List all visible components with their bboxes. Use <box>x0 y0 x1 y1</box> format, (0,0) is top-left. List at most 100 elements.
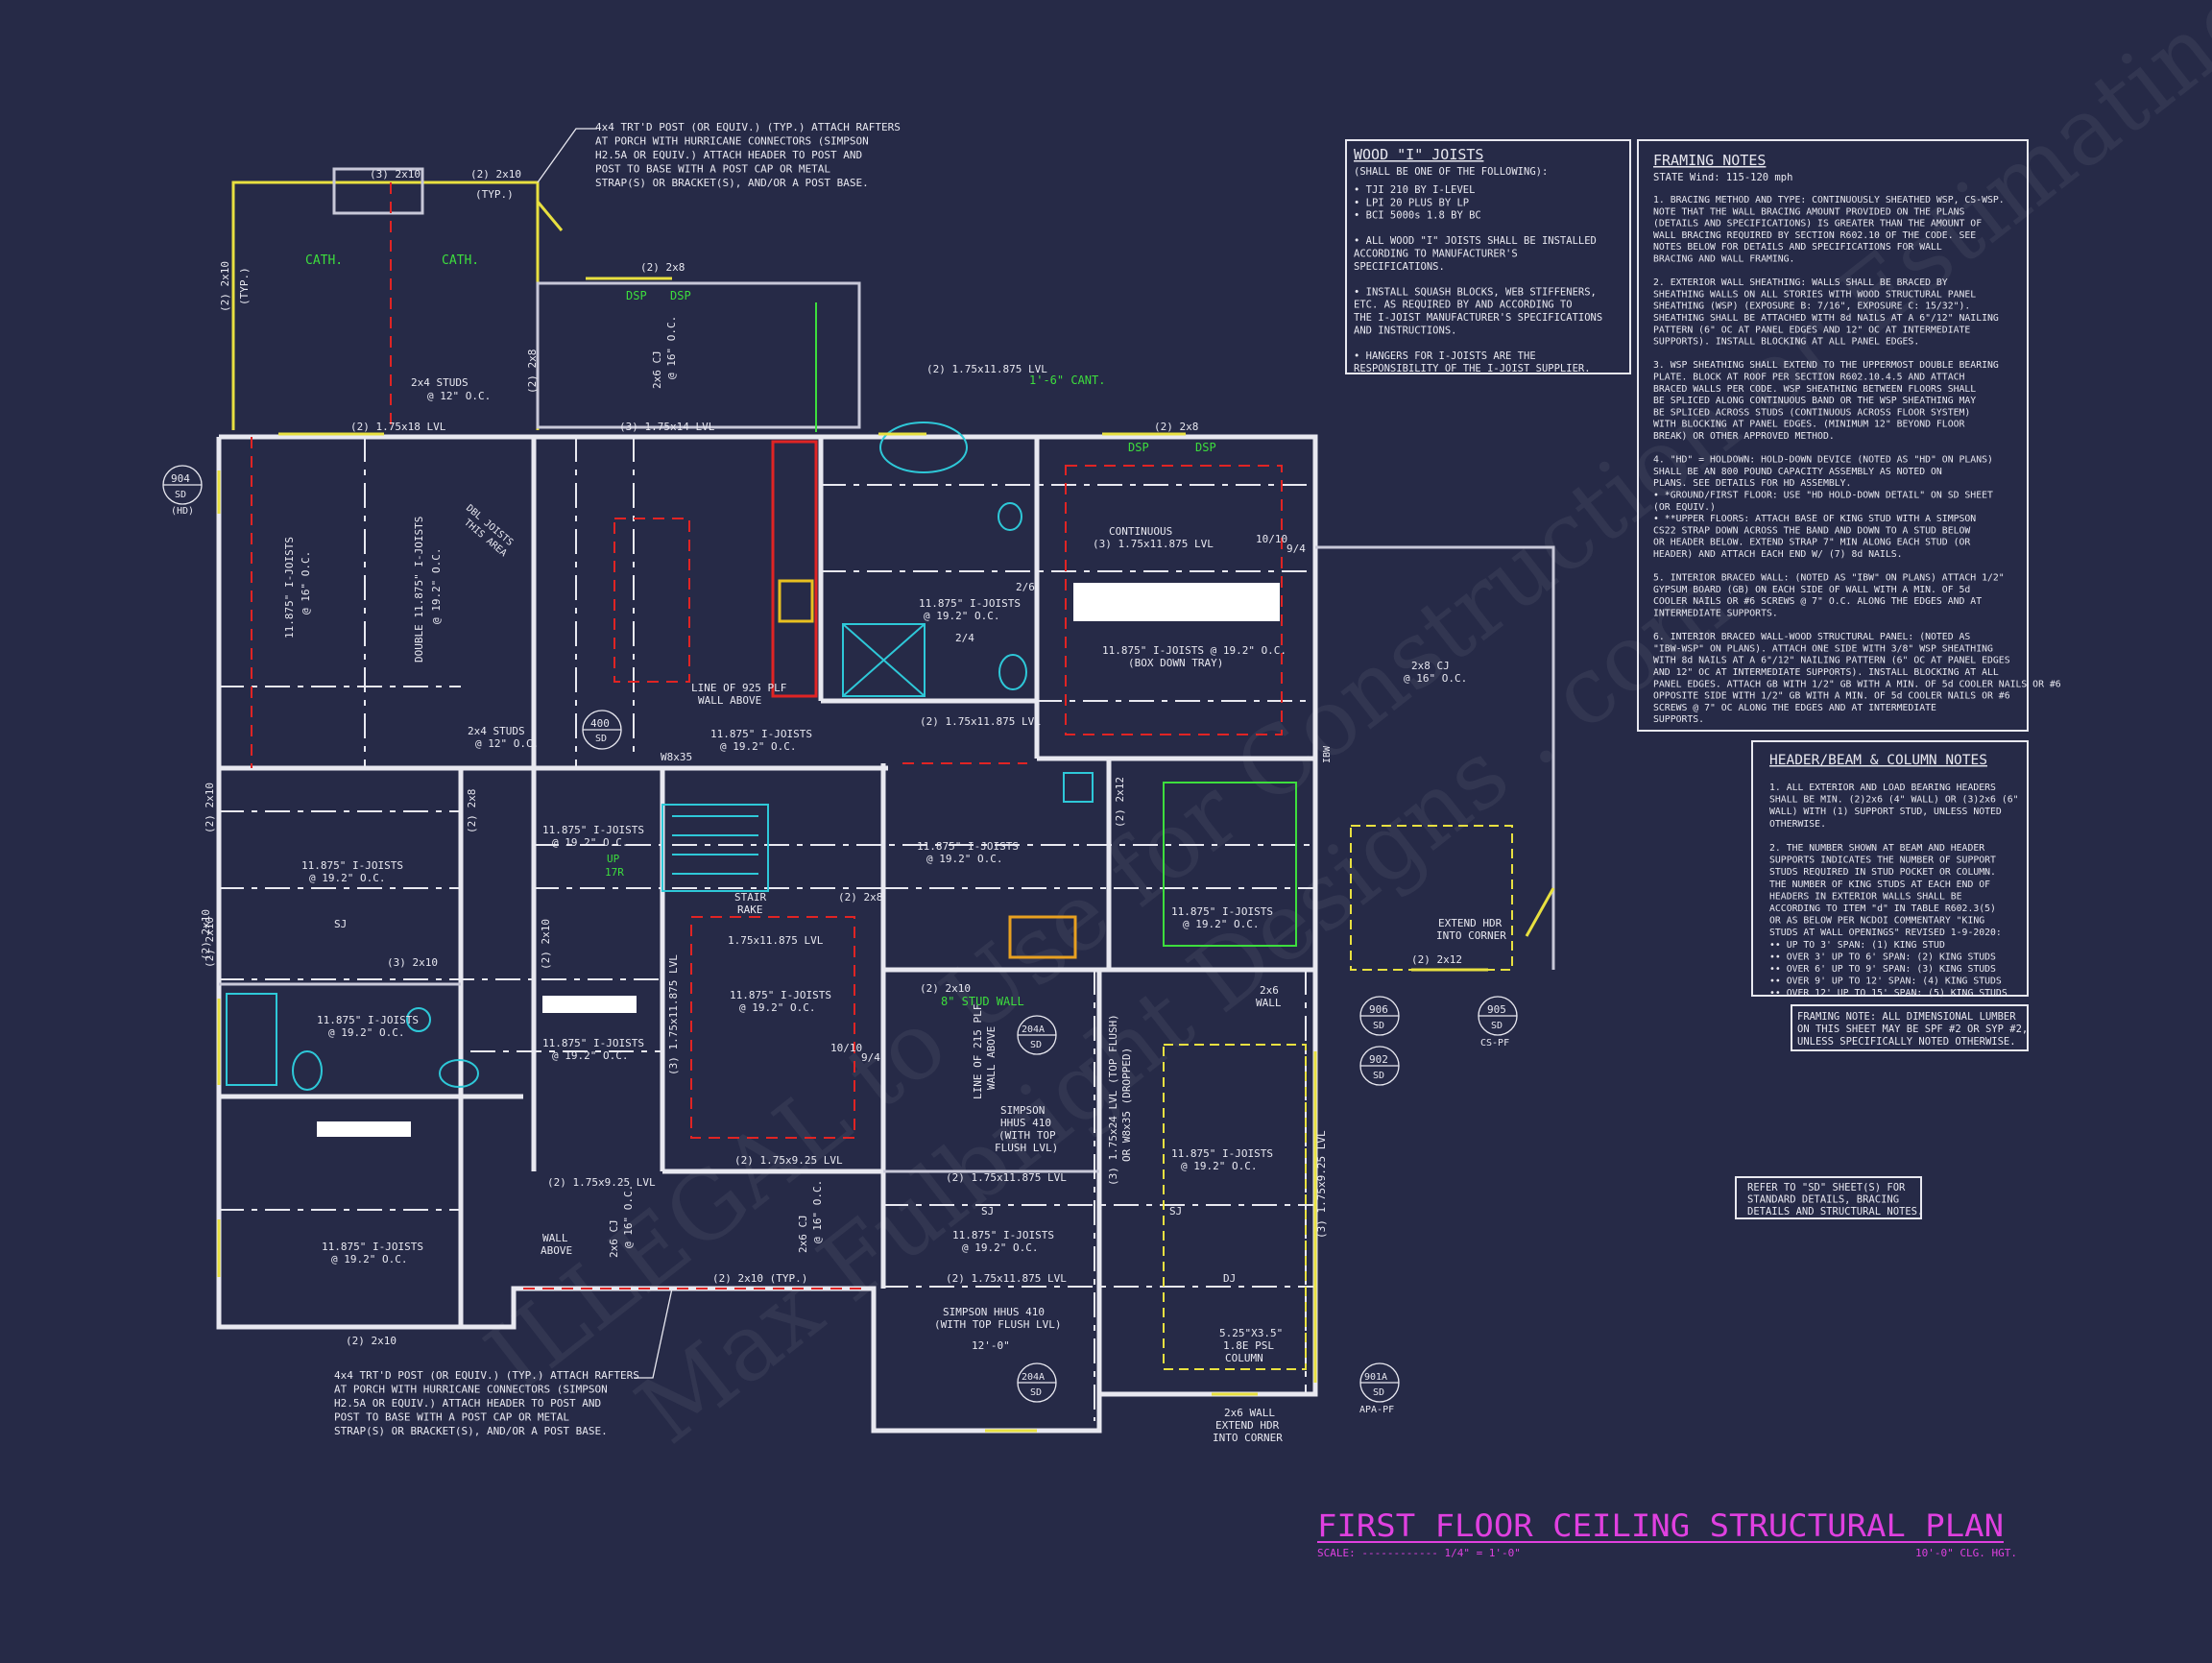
label-j-garb: @ 19.2" O.C. <box>962 1241 1038 1254</box>
label-j-garageA: 11.875" I-JOISTS <box>917 840 1019 853</box>
tag-204a-sd: SD <box>1030 1040 1042 1050</box>
label-hdr-2x12: (2) 2x12 <box>1114 777 1126 828</box>
label-simpson1a: SIMPSON <box>1000 1104 1045 1117</box>
framing-notes-line: 3. WSP SHEATHING SHALL EXTEND TO THE UPP… <box>1653 360 1999 371</box>
tag-904-num: 904 <box>171 472 190 485</box>
label-up: UP <box>607 853 620 865</box>
label-studs2: 2x4 STUDS <box>468 725 525 737</box>
label-j-hall1b: @ 19.2" O.C. <box>552 1049 628 1062</box>
red-areas <box>251 182 1283 1139</box>
label-wall-above2: ABOVE <box>541 1244 572 1257</box>
framing-notes-line: SHALL BE AN 800 POUND CAPACITY ASSEMBLY … <box>1653 467 1942 477</box>
label-j-bed1b: @ 19.2" O.C. <box>331 1253 407 1265</box>
wood-joists-line: AND INSTRUCTIONS. <box>1354 325 1456 336</box>
label-j-left1: 11.875" I-JOISTS <box>301 859 403 872</box>
drawing-title: FIRST FLOOR CEILING STRUCTURAL PLAN <box>1317 1507 2004 1544</box>
label-j-right1: 11.875" I-JOISTS <box>1171 1147 1273 1160</box>
label-j-left1b: @ 19.2" O.C. <box>309 872 385 884</box>
framing-notes-line: • *GROUND/FIRST FLOOR: USE "HD HOLD-DOWN… <box>1653 491 1993 501</box>
label-vert-lvl2a: (3) 1.75x24 LVL (TOP FLUSH) <box>1107 1014 1119 1186</box>
label-lvl-11875-small: 1.75x11.875 LVL <box>728 934 824 947</box>
label-stud-wall: 8" STUD WALL <box>941 995 1024 1008</box>
lumber-note-line: FRAMING NOTE: ALL DIMENSIONAL LUMBER <box>1797 1011 2016 1023</box>
tag-905-num: 905 <box>1487 1003 1506 1016</box>
label-cont-lvl1: CONTINUOUS <box>1109 525 1172 538</box>
label-studs1b: @ 12" O.C. <box>427 390 491 402</box>
framing-notes-line: PLATE. BLOCK AT ROOF PER SECTION R602.10… <box>1653 373 1965 383</box>
label-wall-above1: WALL <box>542 1232 568 1244</box>
framing-notes-line: BRACED WALLS PER CODE. WSP SHEATHING BET… <box>1653 384 1976 395</box>
tag-904-sd: SD <box>175 490 186 500</box>
porch-right <box>1315 545 1555 970</box>
label-j-stair1: 11.875" I-JOISTS <box>542 824 644 836</box>
wood-joists-line: • TJI 210 BY I-LEVEL <box>1354 184 1475 196</box>
label-simpson2a: SIMPSON HHUS 410 <box>943 1306 1045 1318</box>
label-studs2b: @ 12" O.C. <box>475 737 539 750</box>
framing-notes-line: CS22 STRAP DOWN ACROSS THE BAND AND DOWN… <box>1653 525 1970 536</box>
label-lvl-11875-top: (2) 1.75x11.875 LVL <box>926 363 1047 375</box>
label-hdr-2x10-typ: (2) 2x10 (TYP.) <box>712 1272 807 1285</box>
tag-901a-num: 901A <box>1364 1372 1387 1383</box>
wood-joists-note: WOOD "I" JOISTS (SHALL BE ONE OF THE FOL… <box>1345 139 1631 374</box>
framing-notes-line: (OR EQUIV.) <box>1653 502 1716 513</box>
label-dbl-j: DOUBLE 11.875" I-JOISTS <box>413 517 425 663</box>
framing-notes-line: WALL BRACING REQUIRED BY SECTION R602.10… <box>1653 230 1976 241</box>
header-notes-line: •• UP TO 3' SPAN: (1) KING STUD <box>1769 940 1945 951</box>
openings <box>217 201 1555 1433</box>
framing-notes-line: BE SPLICED ALONG CONTINUOUS BAND OR THE … <box>1653 396 1976 406</box>
wood-joists-line: • ALL WOOD "I" JOISTS SHALL BE INSTALLED <box>1354 235 1597 247</box>
drawing-scale: SCALE: ------------ 1/4" = 1'-0" <box>1317 1547 1521 1559</box>
wood-joists-line: • HANGERS FOR I-JOISTS ARE THE <box>1354 350 1536 362</box>
header-notes-line: STUDS AT WALL OPENINGS" REVISED 1-9-2020… <box>1769 928 2002 938</box>
framing-notes-line: OPPOSITE SIDE WITH 1/2" GB WITH A MIN. O… <box>1653 691 2010 702</box>
wood-joists-line: SPECIFICATIONS. <box>1354 261 1445 273</box>
label-lvl-bot1: (2) 1.75x11.875 LVL <box>946 1171 1067 1184</box>
label-lvl-925b: (2) 1.75x9.25 LVL <box>547 1176 656 1189</box>
wood-joists-line: • LPI 20 PLUS BY LP <box>1354 197 1469 208</box>
label-num-94: 9/4 <box>1286 542 1306 555</box>
label-mask-box <box>1073 583 1280 621</box>
label-j-hall1: 11.875" I-JOISTS <box>542 1037 644 1049</box>
label-left-2x10c: (2) 2x10 <box>204 917 216 968</box>
framing-notes-line: 4. "HD" = HOLDOWN: HOLD-DOWN DEVICE (NOT… <box>1653 455 1993 466</box>
tag-204a-num: 204A <box>1022 1024 1045 1035</box>
label-j-right1b: @ 19.2" O.C. <box>1181 1160 1257 1172</box>
header-notes-line: OR AS BELOW PER NCDOI COMMENTARY "KING <box>1769 916 1984 927</box>
label-left-2x8: (2) 2x8 <box>526 349 539 394</box>
label-left-2x10d: (2) 2x10 <box>200 909 212 960</box>
porch-callout-top-line: STRAP(S) OR BRACKET(S), AND/OR A POST BA… <box>595 177 869 189</box>
label-wall2x6b: WALL <box>1256 997 1282 1009</box>
header-notes-line: •• OVER 9' UP TO 12' SPAN: (4) KING STUD… <box>1769 976 2002 987</box>
wood-joists-line: ETC. AS REQUIRED BY AND ACCORDING TO <box>1354 300 1573 311</box>
label-lvl-14: (3) 1.75x14 LVL <box>619 421 715 433</box>
tag-901a-sd: SD <box>1373 1387 1384 1398</box>
label-typ: (TYP.) <box>475 188 514 201</box>
label-porch-hdr: (3) 2x10 <box>370 168 421 181</box>
framing-notes-line: GYPSUM BOARD (GB) ON EACH SIDE OF WALL W… <box>1653 585 1970 595</box>
framing-notes-line: 1. BRACING METHOD AND TYPE: CONTINUOUSLY… <box>1653 195 2005 205</box>
header-notes-line: OTHERWISE. <box>1769 819 1826 830</box>
label-left-2x10: (2) 2x10 <box>219 261 231 312</box>
tag-904-hd: (HD) <box>171 506 194 517</box>
label-2x8-vert: (2) 2x8 <box>466 789 478 833</box>
sd-note-box <box>1735 1176 1922 1219</box>
label-j-garageAb: @ 19.2" O.C. <box>926 853 1002 865</box>
framing-notes-sub: STATE Wind: 115-120 mph <box>1653 172 1792 183</box>
framing-notes-line: 2. EXTERIOR WALL SHEATHING: WALLS SHALL … <box>1653 277 1948 288</box>
header-notes-line: ACCORDING TO ITEM "d" IN TABLE R602.3(5) <box>1769 904 1996 914</box>
label-line-215: LINE OF 215 PLF <box>972 1004 984 1099</box>
label-dsp1: DSP <box>626 289 647 302</box>
framing-notes-line: WITH 8d NAILS AT A 6"/12" NAILING PATTER… <box>1653 656 2010 666</box>
rear-bump <box>536 281 861 429</box>
lumber-note-line: ON THIS SHEET MAY BE SPF #2 OR SYP #2, <box>1797 1024 2028 1035</box>
label-dim-12: 12'-0" <box>972 1339 1010 1352</box>
framing-notes-line: SUPPORTS. <box>1653 714 1704 725</box>
label-cont-lvl2: (3) 1.75x11.875 LVL <box>1093 538 1214 550</box>
porch-callout-top-line: AT PORCH WITH HURRICANE CONNECTORS (SIMP… <box>595 135 869 148</box>
label-up17: 17R <box>605 866 624 879</box>
porch-callout-bottom-line: AT PORCH WITH HURRICANE CONNECTORS (SIMP… <box>334 1384 608 1396</box>
framing-notes-line: INTERMEDIATE SUPPORTS. <box>1653 609 1778 619</box>
label-dsp2: DSP <box>670 289 691 302</box>
label-j-stair1b: @ 19.2" O.C. <box>552 836 628 849</box>
